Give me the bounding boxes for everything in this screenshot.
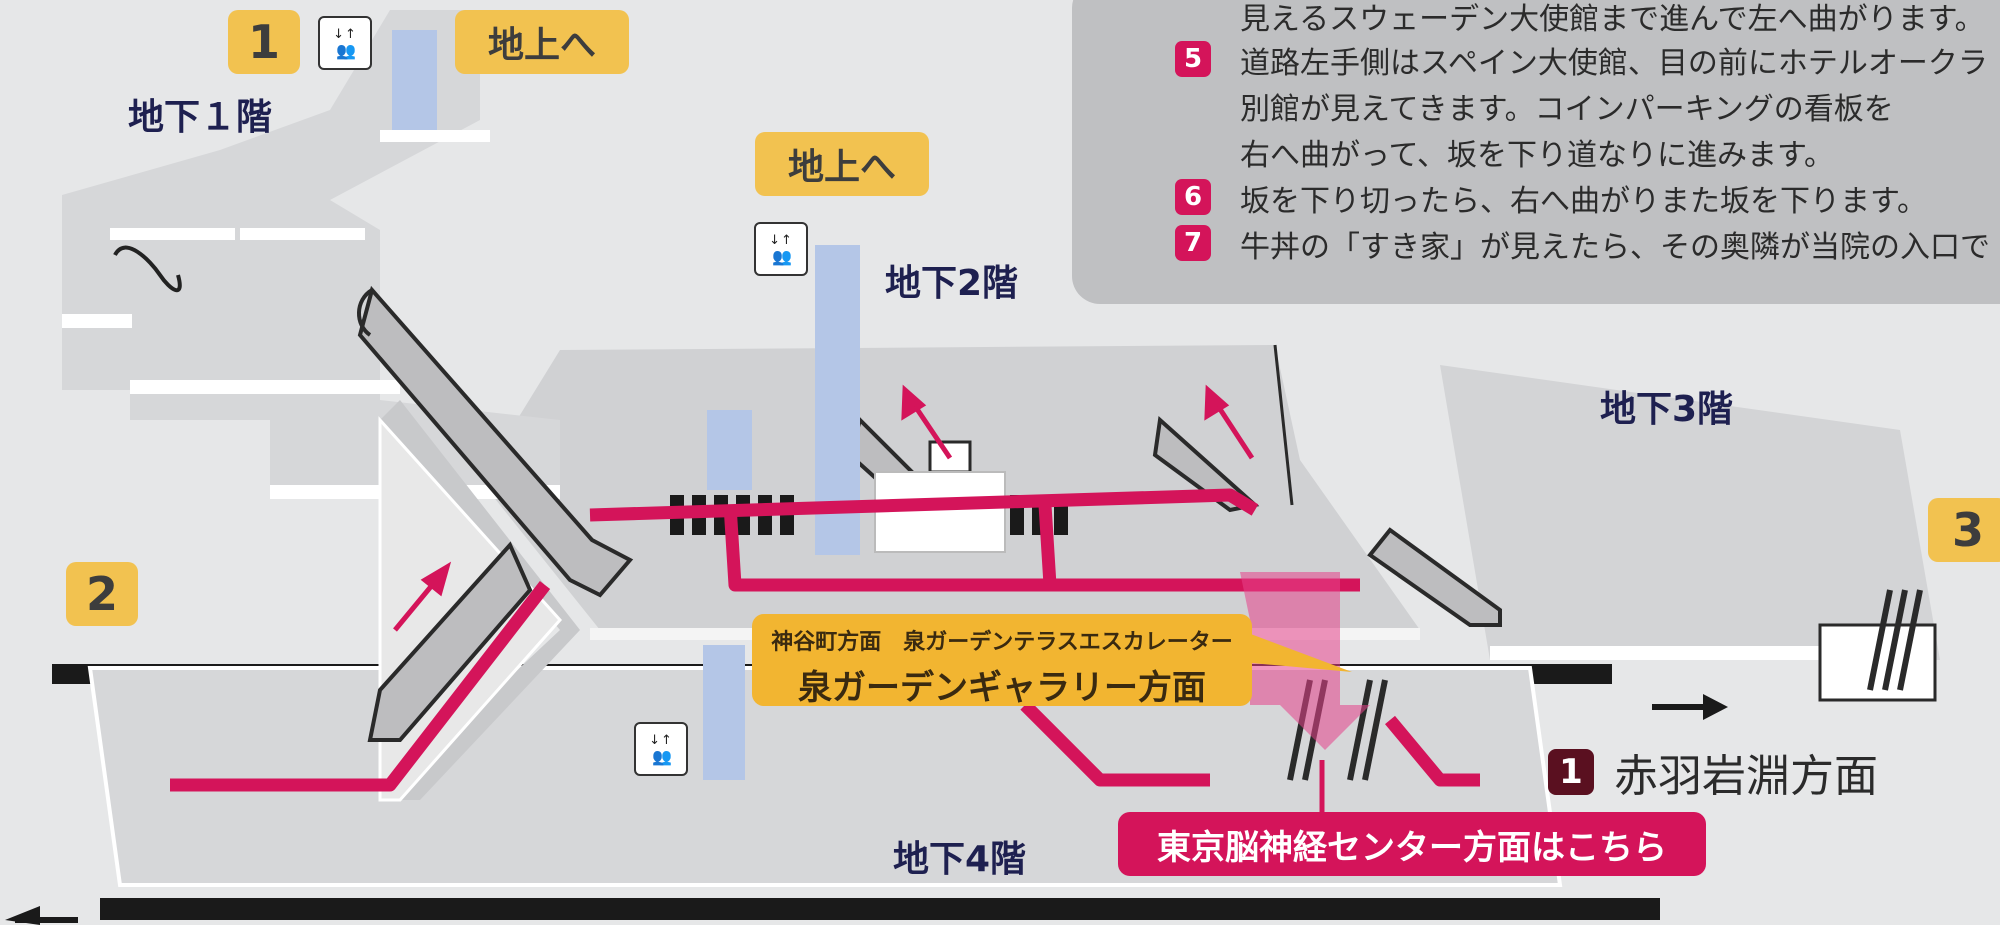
directions-panel [1072,0,2000,304]
floor-b3-slab [1440,365,1940,660]
escalator-b2-b3-right-icon [1367,527,1502,627]
to-ground-middle: 地上へ [755,132,929,196]
floor-b1-edge-6 [380,130,490,142]
floor-b1-edge-1 [62,314,132,328]
direction-step-7-line1: 牛丼の「すき家」が見えたら、その奥隣が当院の入口で [1240,230,1990,265]
floor-b3-edge [1490,646,1820,660]
direction-akabane-iwabuchi: 1 赤羽岩淵方面 [1548,740,1878,804]
elevator-icon: ↓↑👥 [318,16,372,70]
direction-step-4-tail: 見えるスウェーデン大使館まで進んで左へ曲がります。 [1240,2,1985,37]
callout-tokyo-neuro-center: 東京脳神経センター方面はこちら [1118,812,1706,876]
arrow-left-icon [5,906,78,925]
floor-b1-edge-2 [130,380,400,394]
elevator-icon: ↓↑👥 [754,222,808,276]
direction-step-5-line1: 道路左手側はスペイン大使館、目の前にホテルオークラ [1240,46,1988,81]
escalator-b2-upper-2-icon [1152,344,1294,513]
direction-step-5-line3: 右へ曲がって、坂を下り道なりに進みます。 [1240,138,1834,173]
floor-b1-edge-5 [240,228,365,240]
direction-step-5-number: 5 [1175,41,1211,77]
direction-step-5-line2: 別館が見えてきます。コインパーキングの看板を [1240,92,1894,127]
callout-izumi-garden-line1: 神谷町方面 泉ガーデンテラスエスカレーター [771,630,1233,655]
track-b4 [100,898,1660,920]
exit-3-badge: 3 [1928,498,2000,562]
callout-pointer [1240,630,1352,672]
floor-label-b1: 地下１階 [128,97,273,138]
elevator-shaft-top [392,30,437,130]
handrail [113,245,182,292]
floor-label-b2: 地下2階 [885,263,1019,304]
floor-label-b4: 地下4階 [893,839,1027,880]
callout-izumi-garden-line2: 泉ガーデンギャラリー方面 [798,668,1206,708]
floor-b1-edge-4 [110,228,235,240]
exit-1-badge: 1 [228,10,300,74]
callout-izumi-garden: 神谷町方面 泉ガーデンテラスエスカレーター 泉ガーデンギャラリー方面 [752,614,1252,708]
escalator-b1-b2-icon [357,285,634,598]
escalator-b3-right-icon [1818,589,1937,702]
route-path [170,488,1480,792]
floor-label-b3: 地下3階 [1600,389,1734,430]
direction-step-6-number: 6 [1175,179,1211,215]
elevator-shaft-small [707,410,752,490]
arrow-up-icon [393,384,1255,632]
station-office [874,471,1006,553]
elevator-shaft-bottom [703,645,745,780]
elevator-icon: ↓↑👥 [634,722,688,776]
escalator-b3-b4-left-icon [367,541,533,742]
arrow-right-icon [1652,694,1728,720]
direction-akabane-label: 赤羽岩淵方面 [1614,751,1878,802]
direction-step-7-number: 7 [1175,225,1211,261]
direction-step-6-line1: 坂を下り切ったら、右へ曲がりまた坂を下ります。 [1240,184,1927,219]
to-ground-top: 地上へ [455,10,629,74]
direction-akabane-number: 1 [1548,749,1594,795]
exit-2-badge: 2 [66,562,138,626]
